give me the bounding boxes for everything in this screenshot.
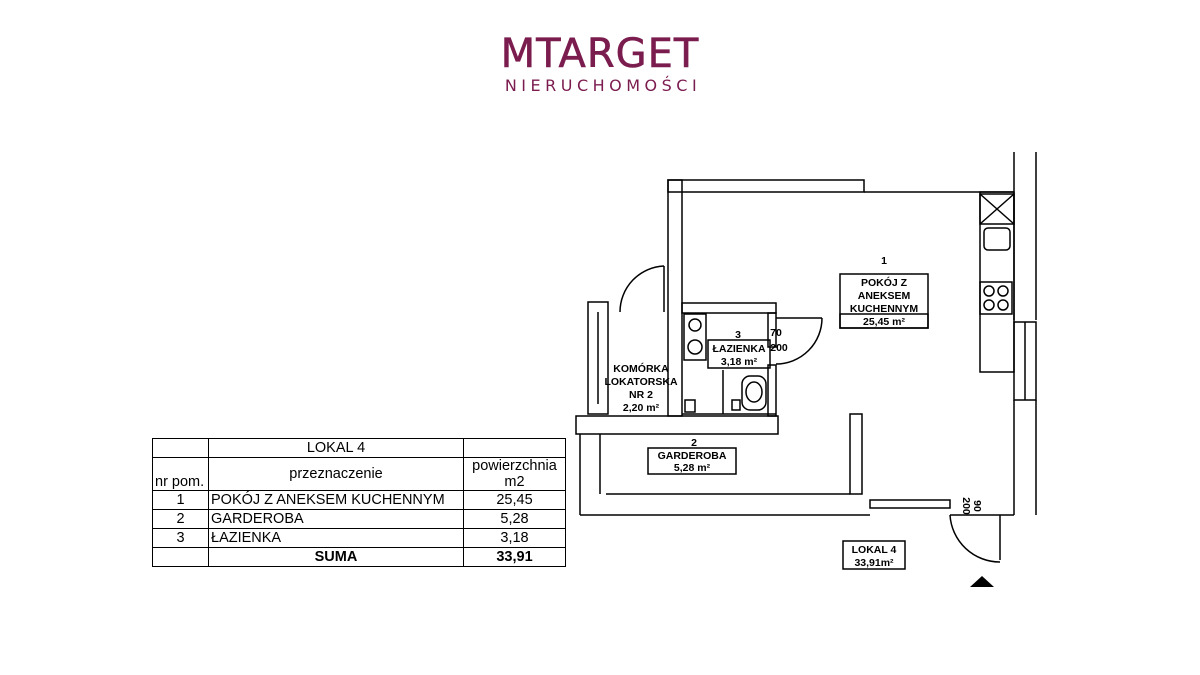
sum-label: SUMA bbox=[208, 547, 464, 567]
room2-nr: 2 bbox=[691, 437, 697, 449]
bathroom-door-height: 200 bbox=[770, 342, 788, 354]
storage-line2: LOKATORSKA bbox=[604, 376, 678, 388]
logo-main-text: MTARGET bbox=[500, 31, 700, 77]
room2-area: 5,28 m² bbox=[674, 462, 711, 474]
room3-label-box bbox=[707, 339, 771, 369]
room1-nr: 1 bbox=[881, 255, 887, 267]
header-area-line1: powierzchnia bbox=[472, 458, 557, 474]
header-area: powierzchnia m2 bbox=[463, 457, 566, 491]
room3-name: ŁAZIENKA bbox=[712, 343, 765, 355]
sum-value: 33,91 bbox=[463, 547, 566, 567]
room1-line1: POKÓJ Z bbox=[861, 276, 908, 289]
header-nr: nr pom. bbox=[152, 457, 209, 491]
entry-door bbox=[869, 499, 1001, 563]
header-area-line2: m2 bbox=[504, 474, 525, 490]
room1-area: 25,45 m² bbox=[863, 316, 906, 328]
unit-label-box bbox=[842, 540, 906, 570]
bathroom-door-width: 70 bbox=[770, 327, 782, 339]
storage-door bbox=[619, 265, 665, 313]
logo-sub-text: NIERUCHOMOŚCI bbox=[504, 76, 702, 95]
entry-door-width: 90 bbox=[971, 500, 983, 512]
row-purpose: GARDEROBA bbox=[208, 509, 464, 529]
table-sum-row: SUMA 33,91 bbox=[152, 547, 566, 567]
entry-arrow-icon bbox=[970, 576, 994, 587]
bathroom-fixtures bbox=[683, 313, 767, 413]
room1-line2: ANEKSEM bbox=[858, 290, 911, 302]
room3-area: 3,18 m² bbox=[721, 356, 758, 368]
unit-name: LOKAL 4 bbox=[852, 544, 897, 556]
table-row: 2 GARDEROBA 5,28 bbox=[152, 509, 566, 529]
entry-door-height: 200 bbox=[960, 497, 972, 515]
room2-name: GARDEROBA bbox=[658, 450, 727, 462]
walls bbox=[575, 152, 1037, 516]
room3-nr: 3 bbox=[735, 329, 741, 341]
storage-line3: NR 2 bbox=[629, 389, 653, 401]
storage-line1: KOMÓRKA bbox=[613, 362, 669, 375]
table-title: LOKAL 4 bbox=[208, 438, 464, 458]
room-area-table: LOKAL 4 nr pom. przeznaczenie powierzchn… bbox=[152, 438, 566, 567]
kitchen-counter bbox=[979, 191, 1015, 373]
room1-line3: KUCHENNYM bbox=[850, 303, 919, 315]
unit-area: 33,91m² bbox=[854, 557, 894, 569]
storage-area: 2,20 m² bbox=[623, 402, 660, 414]
room2-label-box bbox=[647, 447, 737, 475]
logo: MTARGET NIERUCHOMOŚCI bbox=[0, 32, 1200, 96]
bathroom-door bbox=[775, 317, 823, 365]
